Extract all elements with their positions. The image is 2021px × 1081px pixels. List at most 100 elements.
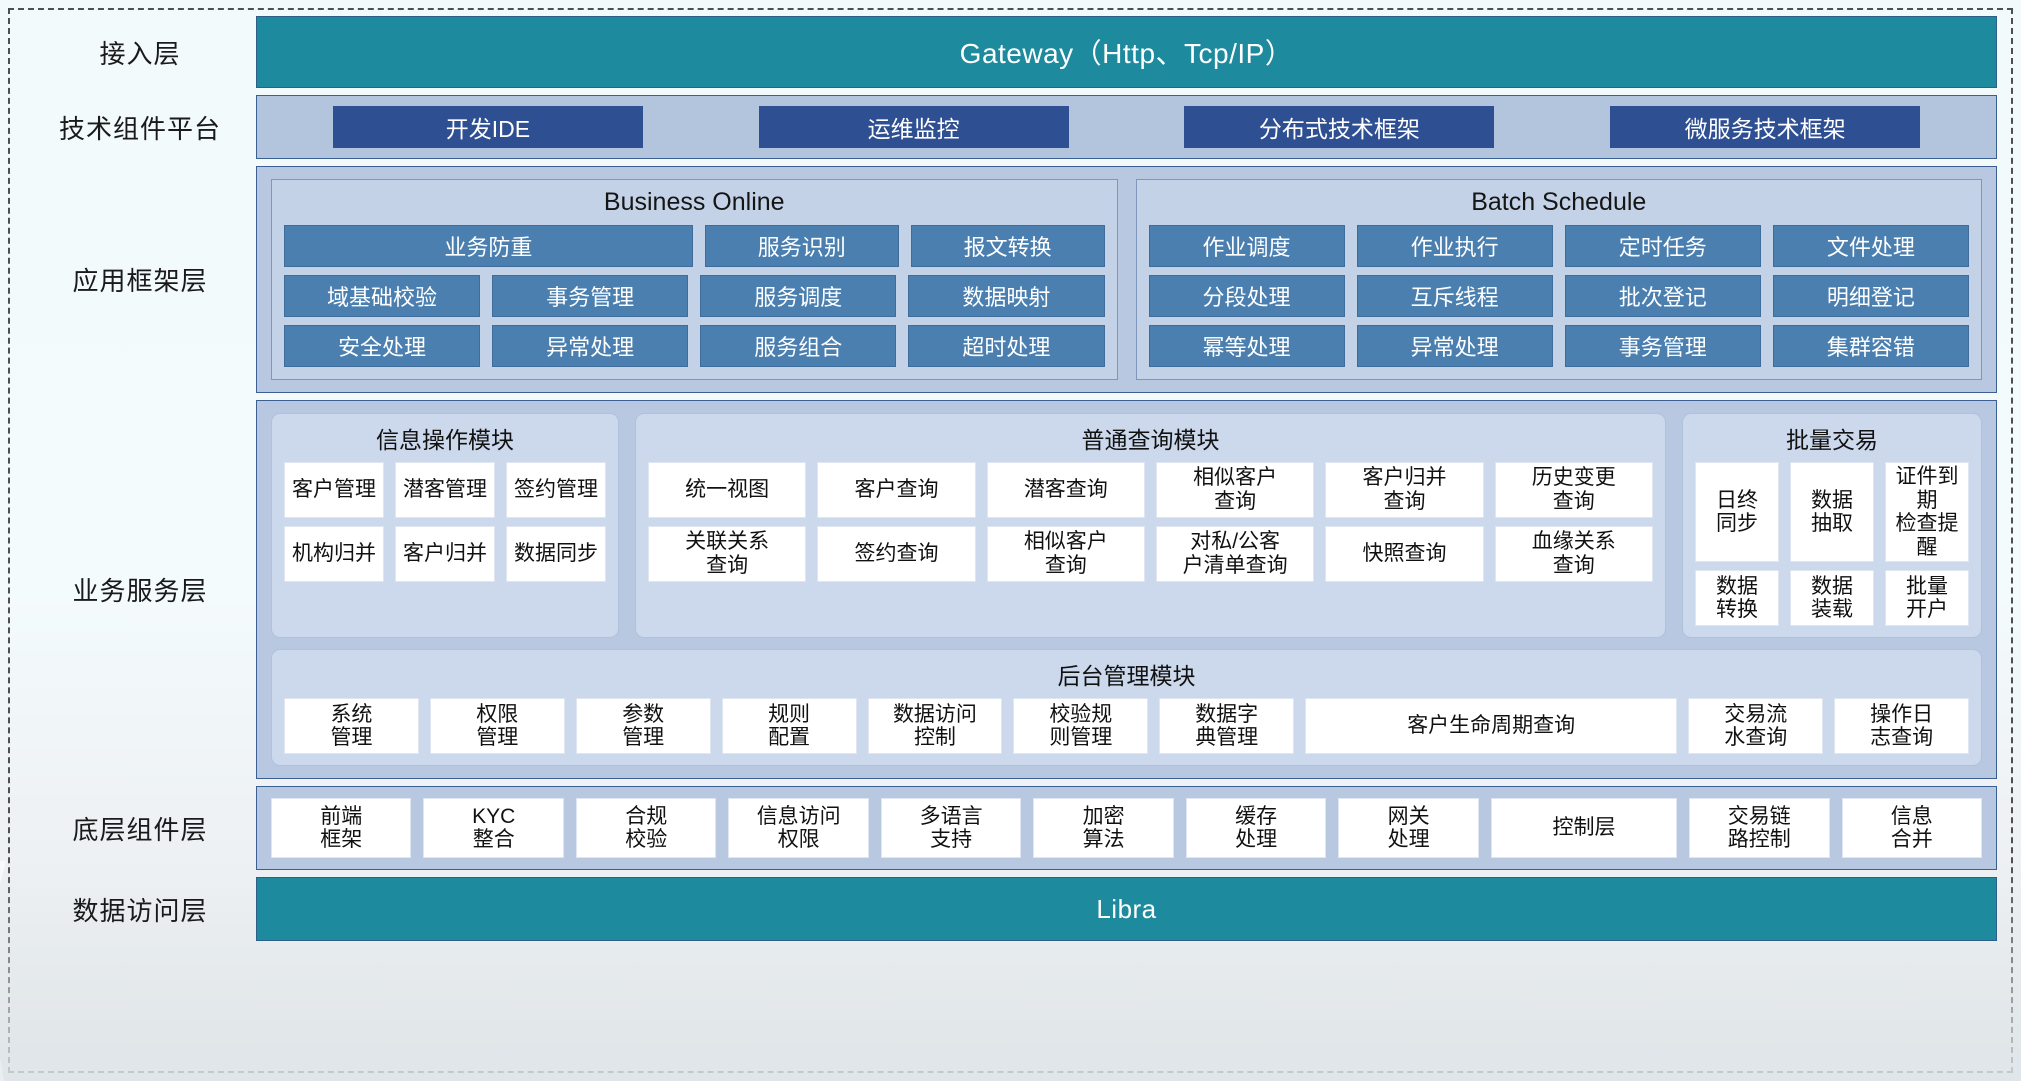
base-components-container: 前端 框架 KYC 整合 合规 校验 信息访问 权限 多语言 支持 加密 算法 … xyxy=(256,786,1997,871)
chip-row: 作业调度 作业执行 定时任务 文件处理 xyxy=(1148,225,1969,267)
cell-rule-config[interactable]: 规则 配置 xyxy=(721,698,857,755)
cell-prospect-mgmt[interactable]: 潜客管理 xyxy=(395,462,495,518)
chip-idempotent-process[interactable]: 幂等处理 xyxy=(1148,325,1345,367)
layer-label-base-components: 底层组件层 xyxy=(72,814,208,845)
cell-multilanguage-support[interactable]: 多语言 支持 xyxy=(880,798,1022,859)
chip-service-dispatch[interactable]: 服务调度 xyxy=(700,275,897,317)
chip-security-process[interactable]: 安全处理 xyxy=(284,325,481,367)
cell-cache-processing[interactable]: 缓存 处理 xyxy=(1185,798,1327,859)
cell-permission-mgmt[interactable]: 权限 管理 xyxy=(429,698,565,755)
layer-label-tech-platform: 技术组件平台 xyxy=(58,113,221,144)
chip-timeout-process[interactable]: 超时处理 xyxy=(908,325,1105,367)
cell-snapshot-query[interactable]: 快照查询 xyxy=(1325,526,1484,582)
chip-batch-register[interactable]: 批次登记 xyxy=(1564,275,1761,317)
cell-data-access-control[interactable]: 数据访问 控制 xyxy=(867,698,1003,755)
cell-system-mgmt[interactable]: 系统 管理 xyxy=(284,698,419,755)
chip-job-schedule[interactable]: 作业调度 xyxy=(1148,225,1345,267)
cell-data-load[interactable]: 数据 装载 xyxy=(1790,570,1874,627)
chip-cluster-fault-tolerance[interactable]: 集群容错 xyxy=(1772,325,1969,367)
module-common-query: 普通查询模块 统一视图 客户查询 潜客查询 相似客户 查询 客户归并 查询 历史… xyxy=(635,413,1666,639)
service-module-row-admin: 后台管理模块 系统 管理 权限 管理 参数 管理 规则 配置 数据访问 控制 校… xyxy=(271,649,1982,767)
cell-relation-query[interactable]: 关联关系 查询 xyxy=(648,526,807,582)
cell-row: 日终 同步 数据 抽取 证件到期 检查提醒 xyxy=(1695,462,1969,563)
service-module-row-top: 信息操作模块 客户管理 潜客管理 签约管理 机构归并 客户归并 xyxy=(271,413,1982,639)
cell-operation-log-query[interactable]: 操作日 志查询 xyxy=(1834,698,1970,755)
cell-customer-merge[interactable]: 客户归并 xyxy=(395,526,495,582)
chip-timed-task[interactable]: 定时任务 xyxy=(1564,225,1761,267)
cell-transaction-flow-query[interactable]: 交易流 水查询 xyxy=(1688,698,1824,755)
cell-history-change-query[interactable]: 历史变更 查询 xyxy=(1494,462,1653,518)
chip-business-dedup[interactable]: 业务防重 xyxy=(284,225,693,267)
cell-similar-customer-query-2[interactable]: 相似客户 查询 xyxy=(986,526,1145,582)
cell-contract-query[interactable]: 签约查询 xyxy=(817,526,976,582)
cell-validation-rule-mgmt[interactable]: 校验规 则管理 xyxy=(1013,698,1149,755)
cell-compliance-validation[interactable]: 合规 校验 xyxy=(575,798,717,859)
chip-file-process[interactable]: 文件处理 xyxy=(1772,225,1969,267)
cell-customer-query[interactable]: 客户查询 xyxy=(817,462,976,518)
chip-domain-validate[interactable]: 域基础校验 xyxy=(284,275,481,317)
chip-data-mapping[interactable]: 数据映射 xyxy=(908,275,1105,317)
cell-transaction-link-control[interactable]: 交易链 路控制 xyxy=(1689,798,1830,859)
cell-blood-relation-query[interactable]: 血缘关系 查询 xyxy=(1494,526,1653,582)
cell-data-sync[interactable]: 数据同步 xyxy=(506,526,606,582)
chip-message-transform[interactable]: 报文转换 xyxy=(910,225,1105,267)
cell-certificate-expiry-reminder[interactable]: 证件到期 检查提醒 xyxy=(1885,462,1969,563)
gateway-bar[interactable]: Gateway（Http、Tcp/IP） xyxy=(256,16,1997,88)
chip-exception-process-batch[interactable]: 异常处理 xyxy=(1356,325,1553,367)
cell-eod-sync[interactable]: 日终 同步 xyxy=(1695,462,1779,563)
chip-exception-process[interactable]: 异常处理 xyxy=(492,325,689,367)
cell-similar-customer-query[interactable]: 相似客户 查询 xyxy=(1155,462,1315,518)
cell-retail-corp-customer-list-query[interactable]: 对私/公客 户清单查询 xyxy=(1155,526,1315,582)
cell-info-access-permission[interactable]: 信息访问 权限 xyxy=(728,798,869,859)
chip-mutex-thread[interactable]: 互斥线程 xyxy=(1356,275,1553,317)
cell-contract-mgmt[interactable]: 签约管理 xyxy=(506,462,606,518)
tech-item-microservice-framework[interactable]: 微服务技术框架 xyxy=(1610,106,1921,148)
module-title-backend-admin: 后台管理模块 xyxy=(1057,663,1196,690)
module-title-common-query: 普通查询模块 xyxy=(1081,427,1220,453)
module-info-operation: 信息操作模块 客户管理 潜客管理 签约管理 机构归并 客户归并 xyxy=(271,413,619,639)
layer-row-tech-platform: 技术组件平台 开发IDE 运维监控 分布式技术框架 微服务技术框架 xyxy=(24,95,1997,159)
layer-body-data-access: Libra xyxy=(256,877,1997,942)
layer-row-business-service: 业务服务层 信息操作模块 客户管理 潜客管理 签约管理 xyxy=(24,400,1997,780)
cell-gateway-processing[interactable]: 网关 处理 xyxy=(1338,798,1479,859)
chip-grid-business-online: 业务防重 服务识别 报文转换 域基础校验 事务管理 服务调度 数据映射 xyxy=(284,225,1105,367)
tech-platform-strip: 开发IDE 运维监控 分布式技术框架 微服务技术框架 xyxy=(256,95,1997,159)
cell-control-layer[interactable]: 控制层 xyxy=(1490,798,1678,859)
cell-data-dictionary-mgmt[interactable]: 数据字 典管理 xyxy=(1159,698,1295,755)
cell-customer-lifecycle-query[interactable]: 客户生命周期查询 xyxy=(1305,698,1678,755)
tech-item-dev-ide[interactable]: 开发IDE xyxy=(332,106,643,148)
cell-encryption-algorithm[interactable]: 加密 算法 xyxy=(1033,798,1174,859)
chip-segment-process[interactable]: 分段处理 xyxy=(1148,275,1345,317)
chip-transaction-mgmt[interactable]: 事务管理 xyxy=(492,275,689,317)
tech-item-distributed-framework[interactable]: 分布式技术框架 xyxy=(1184,106,1495,148)
tech-item-ops-monitor[interactable]: 运维监控 xyxy=(758,106,1069,148)
cell-batch-account-open[interactable]: 批量 开户 xyxy=(1885,570,1969,627)
cell-info-merge[interactable]: 信息 合并 xyxy=(1841,798,1982,859)
layer-stack: 接入层 Gateway（Http、Tcp/IP） 技术组件平台 开发IDE 运维… xyxy=(24,16,1997,942)
module-title-batch-transaction: 批量交易 xyxy=(1786,427,1878,453)
chip-row: 安全处理 异常处理 服务组合 超时处理 xyxy=(284,325,1105,367)
cell-grid-info-operation: 客户管理 潜客管理 签约管理 机构归并 客户归并 数据同步 xyxy=(284,462,606,582)
chip-job-execute[interactable]: 作业执行 xyxy=(1356,225,1553,267)
chip-transaction-mgmt-batch[interactable]: 事务管理 xyxy=(1564,325,1761,367)
cell-unified-view[interactable]: 统一视图 xyxy=(648,462,807,518)
cell-data-extract[interactable]: 数据 抽取 xyxy=(1790,462,1874,563)
chip-detail-register[interactable]: 明细登记 xyxy=(1772,275,1969,317)
cell-frontend-framework[interactable]: 前端 框架 xyxy=(271,798,412,859)
panel-title-business-online: Business Online xyxy=(603,188,785,216)
cell-kyc-integration[interactable]: KYC 整合 xyxy=(423,798,564,859)
cell-parameter-mgmt[interactable]: 参数 管理 xyxy=(575,698,711,755)
chip-service-composition[interactable]: 服务组合 xyxy=(700,325,897,367)
libra-bar[interactable]: Libra xyxy=(256,877,1997,942)
app-framework-container: Business Online 业务防重 服务识别 报文转换 域基础校验 事务管… xyxy=(256,166,1997,393)
cell-grid-backend-admin: 系统 管理 权限 管理 参数 管理 规则 配置 数据访问 控制 校验规 则管理 … xyxy=(284,698,1970,755)
cell-org-merge[interactable]: 机构归并 xyxy=(284,526,384,582)
chip-service-identify[interactable]: 服务识别 xyxy=(704,225,899,267)
cell-data-transform[interactable]: 数据 转换 xyxy=(1695,570,1779,627)
layer-body-base-components: 前端 框架 KYC 整合 合规 校验 信息访问 权限 多语言 支持 加密 算法 … xyxy=(256,786,1997,871)
cell-customer-mgmt[interactable]: 客户管理 xyxy=(284,462,384,518)
cell-prospect-query[interactable]: 潜客查询 xyxy=(986,462,1145,518)
cell-customer-merge-query[interactable]: 客户归并 查询 xyxy=(1325,462,1484,518)
business-service-container: 信息操作模块 客户管理 潜客管理 签约管理 机构归并 客户归并 xyxy=(256,400,1997,780)
